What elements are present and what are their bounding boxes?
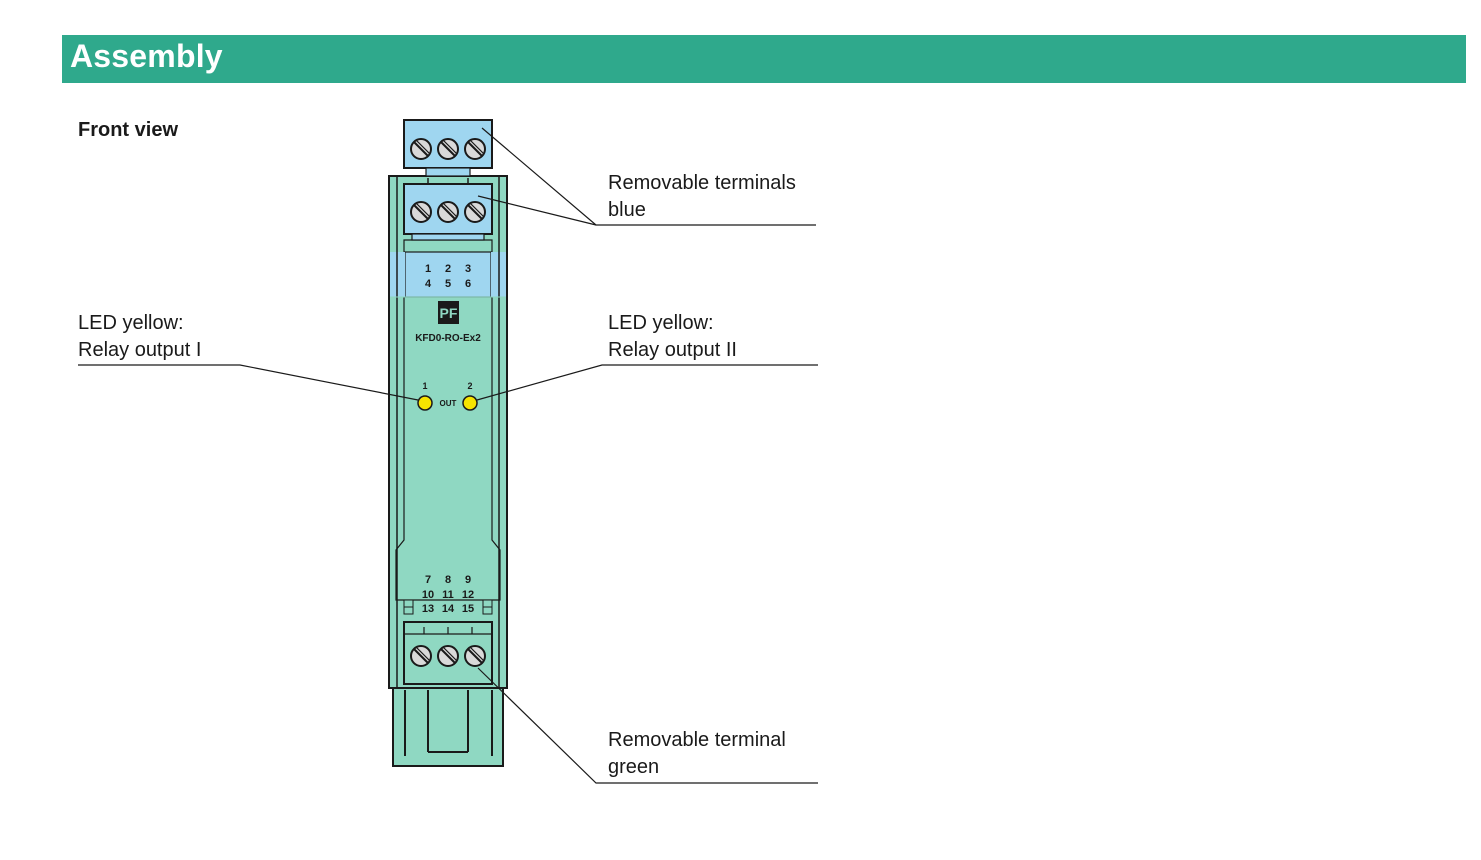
mounting-rail-bottom	[392, 685, 504, 767]
callout-line: Relay output II	[608, 339, 737, 361]
leader-lines	[78, 127, 818, 784]
section-title: Assembly	[70, 38, 223, 74]
screw-icon[interactable]	[437, 645, 459, 667]
view-label: Front view	[78, 119, 179, 141]
screw-icon[interactable]	[464, 138, 486, 160]
terminal-number: 3	[465, 263, 471, 275]
led-number: 2	[467, 381, 472, 391]
callout-line: Removable terminal	[608, 729, 786, 751]
led-yellow-icon	[417, 395, 433, 411]
callout-removable-terminal-green: Removable terminal green	[608, 727, 786, 781]
terminal-number: 12	[462, 589, 474, 601]
callout-line: blue	[608, 199, 646, 221]
callout-line: Removable terminals	[608, 172, 796, 194]
screw-icon[interactable]	[437, 201, 459, 223]
terminal-number: 13	[422, 603, 434, 615]
callout-line: LED yellow:	[78, 312, 184, 334]
terminal-number: 5	[445, 278, 451, 290]
bottom-terminal-numbers: 7 8 9 10 11 12 13 14 15	[422, 574, 474, 615]
top-terminal-numbers: 1 2 3 4 5 6	[425, 263, 471, 290]
terminal-number: 11	[442, 589, 454, 601]
terminal-number: 6	[465, 278, 471, 290]
terminal-number: 4	[425, 278, 432, 290]
brand-logo-icon: PF	[438, 301, 459, 324]
callout-removable-terminals-blue: Removable terminals blue	[608, 170, 796, 224]
terminal-number: 7	[425, 574, 431, 586]
screw-icon[interactable]	[410, 201, 432, 223]
callout-line: green	[608, 756, 660, 778]
screw-icon[interactable]	[437, 138, 459, 160]
section-header: Assembly	[62, 35, 1466, 83]
led-yellow-icon	[462, 395, 478, 411]
callout-led-relay-output-2: LED yellow: Relay output II	[608, 310, 737, 364]
terminal-block-top-lower[interactable]	[403, 178, 493, 241]
terminal-block-top-upper[interactable]	[403, 119, 493, 177]
callout-led-relay-output-1: LED yellow: Relay output I	[78, 310, 201, 364]
screw-icon[interactable]	[410, 138, 432, 160]
screw-icon[interactable]	[410, 645, 432, 667]
led-indicators: 1 2 OUT	[417, 381, 478, 411]
svg-text:PF: PF	[440, 305, 458, 321]
terminal-number: 14	[442, 603, 455, 615]
latch-clips	[403, 599, 493, 615]
callout-line: LED yellow:	[608, 312, 714, 334]
terminal-block-bottom[interactable]	[403, 621, 493, 685]
screw-icon[interactable]	[464, 645, 486, 667]
led-group-label: OUT	[440, 399, 457, 408]
model-label: KFD0-RO-Ex2	[415, 333, 481, 344]
terminal-number: 10	[422, 589, 434, 601]
terminal-number: 8	[445, 574, 451, 586]
terminal-number: 2	[445, 263, 451, 275]
terminal-number: 9	[465, 574, 471, 586]
terminal-number: 15	[462, 603, 474, 615]
terminal-number: 1	[425, 263, 431, 275]
screw-icon[interactable]	[464, 201, 486, 223]
led-number: 1	[422, 381, 427, 391]
callout-line: Relay output I	[78, 339, 202, 361]
